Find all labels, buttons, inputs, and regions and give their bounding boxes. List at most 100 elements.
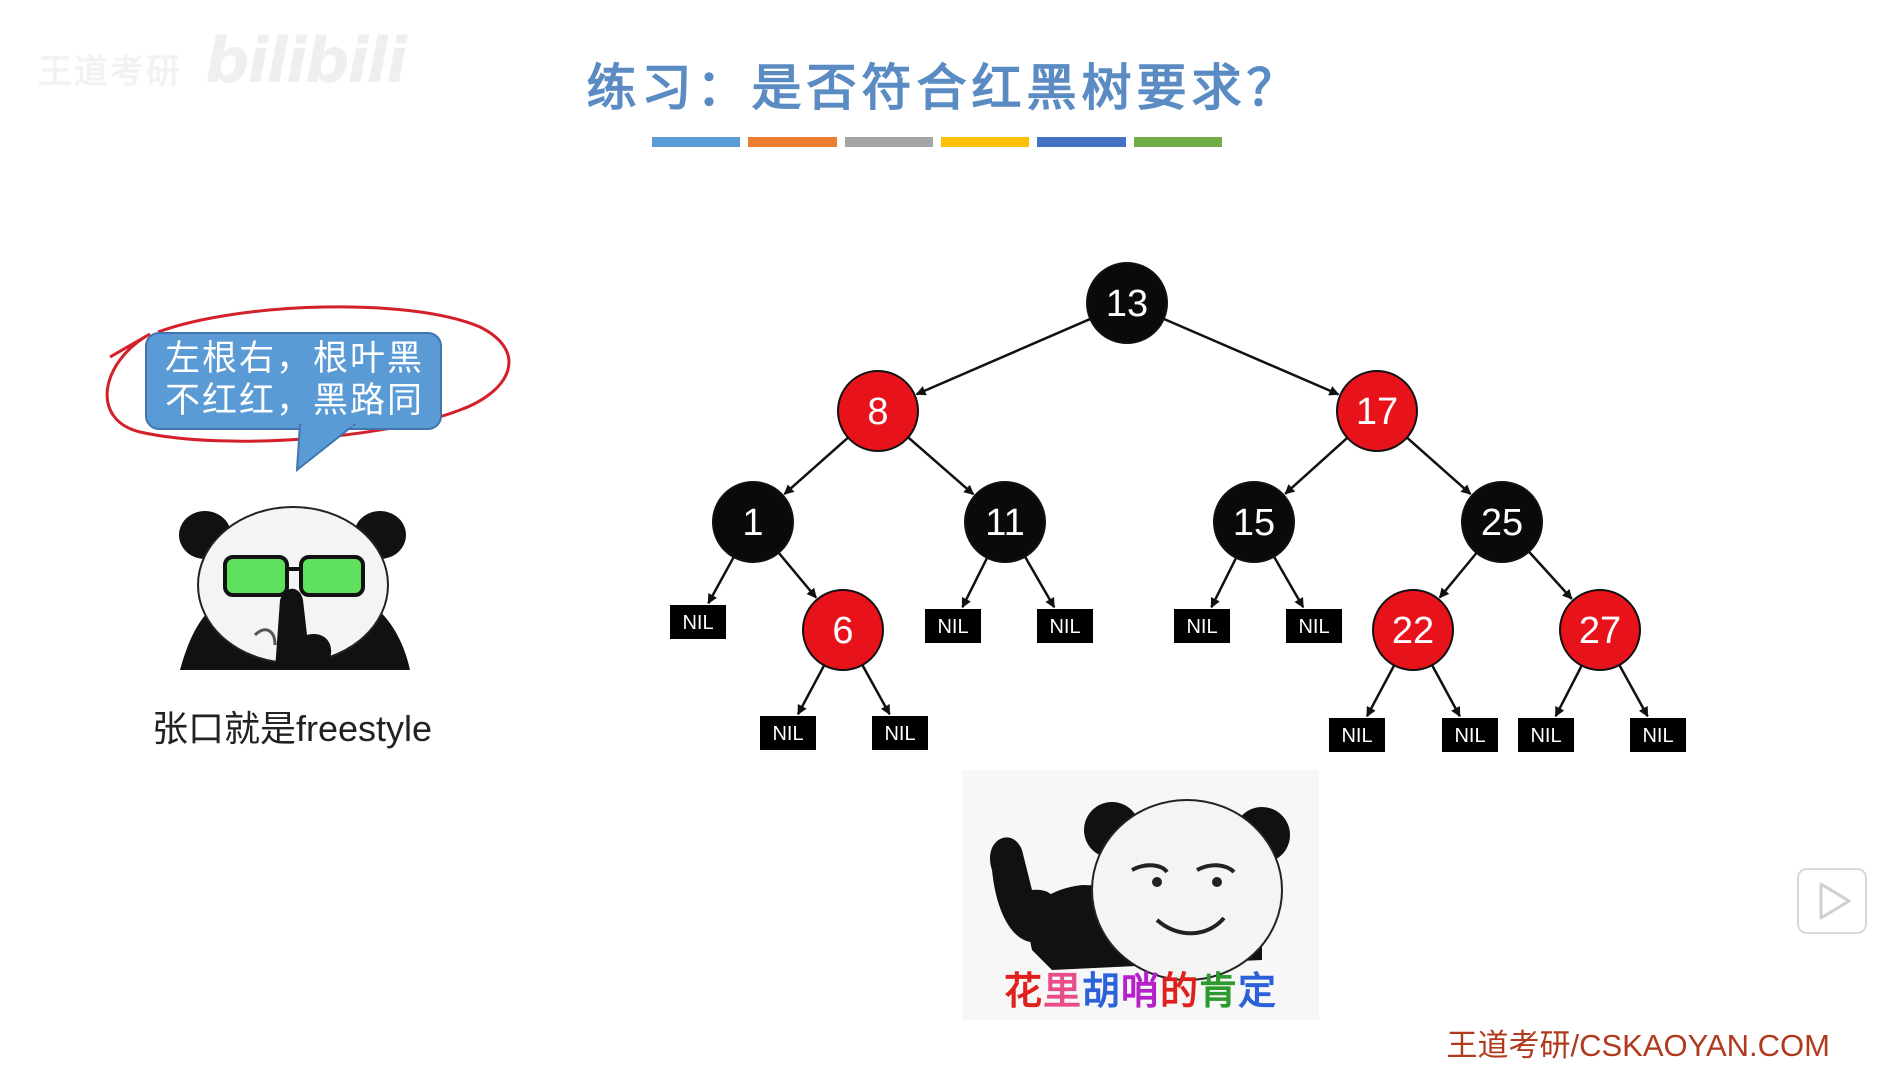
tree-edge-n13-n8: [915, 317, 1091, 396]
praise-char-4: 哨: [1120, 969, 1160, 1013]
meme-caption-praise: 花里胡哨的肯定: [962, 960, 1319, 1015]
color-bar-4: [940, 137, 1030, 147]
praise-char-6: 肯: [1199, 969, 1239, 1013]
tree-edge-n22-nil8: [1365, 664, 1396, 718]
nil-leaf-label: NIL: [682, 612, 713, 634]
tree-node-13: 13: [1086, 262, 1168, 344]
nil-leaf-label: NIL: [1530, 725, 1561, 747]
nil-leaf-label: NIL: [1454, 725, 1485, 747]
praise-char-5: 的: [1160, 969, 1200, 1013]
nil-leaf-label: NIL: [937, 616, 968, 638]
tree-node-25: 25: [1461, 481, 1543, 563]
speech-bubble: 左根右，根叶黑 不红红，黑路同: [145, 332, 442, 430]
nil-leaf: NIL: [1037, 609, 1093, 643]
annotation-red-circle: [105, 305, 511, 443]
nil-leaf-box: [670, 605, 726, 639]
panda-meme-thumbs-up: [962, 770, 1319, 1020]
tree-node-label-27: 27: [1579, 610, 1621, 652]
nil-leaf-box: [1630, 718, 1686, 752]
tree-node-22: 22: [1372, 589, 1454, 671]
tree-node-17: 17: [1336, 370, 1418, 452]
tree-node-11: 11: [964, 481, 1046, 563]
nil-leaf: NIL: [1630, 718, 1686, 752]
nil-leaf-label: NIL: [772, 723, 803, 745]
nil-leaf-box: [1329, 718, 1385, 752]
nil-leaf: NIL: [925, 609, 981, 643]
nil-leaf-label: NIL: [1341, 725, 1372, 747]
tree-node-1: 1: [712, 481, 794, 563]
tree-node-8: 8: [837, 370, 919, 452]
tree-node-circle-15: [1213, 481, 1295, 563]
praise-char-3: 胡: [1081, 969, 1121, 1013]
praise-char-1: 花: [1003, 969, 1043, 1013]
panda-thumbs-up-icon: [989, 799, 1290, 981]
tree-edge-n25-n27: [1527, 550, 1573, 600]
tree-node-label-13: 13: [1106, 283, 1148, 325]
tree-edge-n1-n6: [777, 551, 818, 599]
nil-leaf: NIL: [1518, 718, 1574, 752]
tree-node-label-6: 6: [832, 610, 853, 652]
nil-leaf-box: [1442, 718, 1498, 752]
tree-node-circle-11: [964, 481, 1046, 563]
color-bar-1: [652, 137, 741, 147]
tree-edge-n6-nil3: [861, 664, 891, 716]
watermark-brand: 王道考研: [38, 52, 182, 92]
tree-node-label-22: 22: [1392, 610, 1434, 652]
tree-edge-n11-nil4: [961, 557, 989, 609]
color-bar-strip: [652, 137, 1222, 147]
nil-leaf-label: NIL: [1298, 616, 1329, 638]
nil-leaf-box: [1518, 718, 1574, 752]
slide-title: 练习：是否符合红黑树要求？: [586, 58, 1302, 117]
tree-node-label-11: 11: [985, 502, 1024, 544]
praise-char-7: 定: [1238, 969, 1278, 1013]
nil-leaf-box: [925, 609, 981, 643]
tree-node-27: 27: [1559, 589, 1641, 671]
nil-leaf: NIL: [1174, 609, 1230, 643]
tree-node-circle-17: [1336, 370, 1418, 452]
tree-edge-n17-n15: [1284, 436, 1349, 495]
tree-edge-n15-nil7: [1272, 556, 1305, 609]
tree-node-circle-6: [802, 589, 884, 671]
tree-edge-n13-n17: [1163, 317, 1340, 396]
tree-node-label-1: 1: [742, 502, 763, 544]
tree-edge-n27-nil10: [1554, 664, 1583, 718]
tree-node-label-25: 25: [1481, 502, 1523, 544]
tree-node-circle-22: [1372, 589, 1454, 671]
nil-leaf-label: NIL: [1186, 616, 1217, 638]
nil-leaf-box: [872, 716, 928, 750]
nil-leaf-box: [1286, 609, 1342, 643]
tree-edge-n17-n25: [1406, 436, 1472, 496]
tree-edge-n8-n1: [783, 436, 849, 496]
color-bar-6: [1133, 137, 1222, 147]
nil-leaf-label: NIL: [1642, 725, 1673, 747]
tree-edge-n8-n11: [907, 436, 975, 496]
nil-leaf-label: NIL: [1049, 616, 1080, 638]
tree-edge-n6-nil2: [796, 664, 826, 716]
tree-edge-n22-nil9: [1430, 664, 1461, 718]
color-bar-3: [844, 137, 933, 147]
play-icon: [1819, 882, 1851, 920]
nil-leaf: NIL: [1442, 718, 1498, 752]
nil-leaf: NIL: [670, 605, 726, 639]
tree-node-circle-25: [1461, 481, 1543, 563]
nil-leaf-label: NIL: [884, 723, 915, 745]
bubble-line-2: 不红红，黑路同: [165, 381, 425, 421]
nil-leaf-box: [1037, 609, 1093, 643]
tree-edge-n11-nil5: [1023, 556, 1056, 609]
tree-node-circle-1: [712, 481, 794, 563]
footer-watermark: 王道考研/CSKAOYAN.COM: [1446, 1028, 1830, 1063]
bubble-line-1: 左根右，根叶黑: [165, 339, 425, 379]
tree-node-circle-8: [837, 370, 919, 452]
tree-node-15: 15: [1213, 481, 1295, 563]
tree-edge-n25-n22: [1438, 552, 1478, 599]
tree-edge-n27-nil11: [1618, 664, 1649, 718]
nil-leaf-box: [1174, 609, 1230, 643]
meme-caption-freestyle: 张口就是freestyle: [152, 708, 433, 749]
tree-node-label-17: 17: [1356, 391, 1398, 433]
tree-node-label-8: 8: [867, 391, 888, 433]
play-button[interactable]: [1797, 868, 1867, 934]
nil-leaf: NIL: [1286, 609, 1342, 643]
nil-leaf: NIL: [872, 716, 928, 750]
tree-node-6: 6: [802, 589, 884, 671]
